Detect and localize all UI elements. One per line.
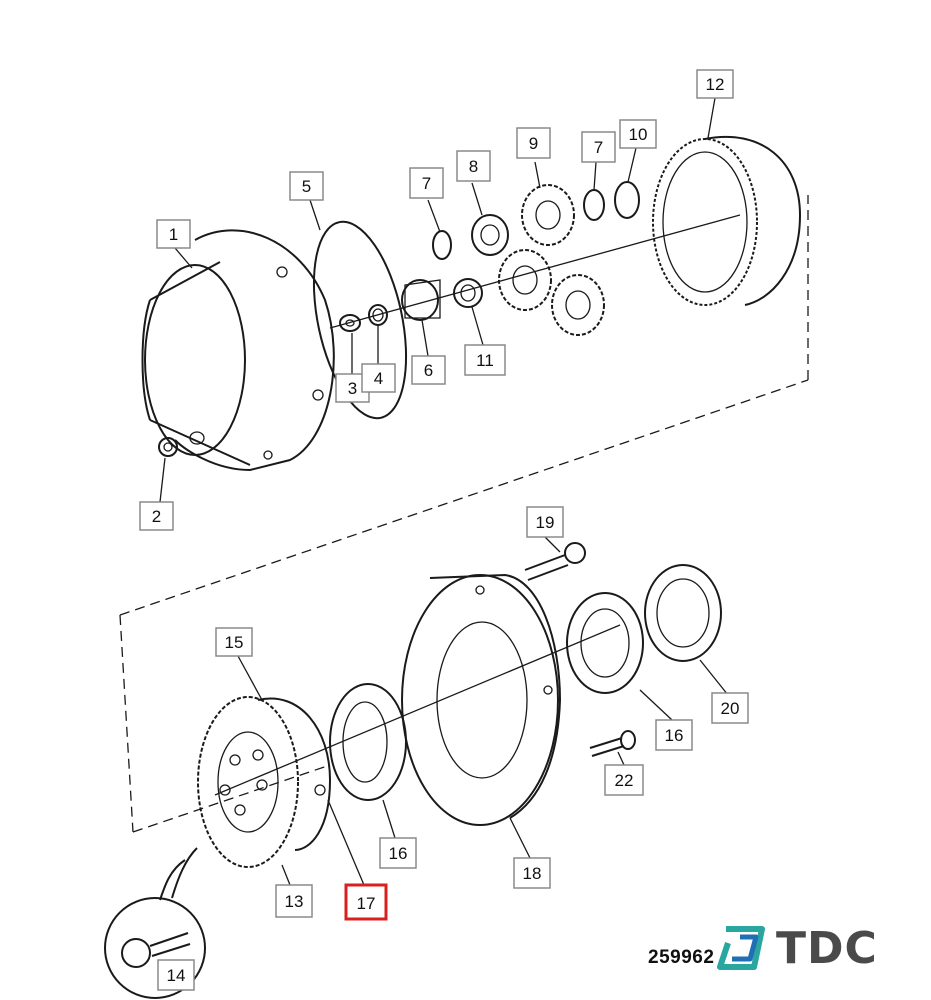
callout-20-label: 20 [721,699,740,718]
part-16-seal-right [566,592,644,694]
part-12-ring-gear [652,135,802,306]
part-1-hub-housing [141,229,335,472]
callout-14-label: 14 [167,966,186,985]
callout-2[interactable]: 2 [139,501,174,531]
callout-19-label: 19 [536,513,555,532]
callout-22-label: 22 [615,771,634,790]
callout-6-label: 6 [424,361,433,380]
callout-11[interactable]: 11 [464,344,506,376]
callout-16a[interactable]: 16 [379,837,417,869]
callout-18-label: 18 [523,864,542,883]
part-8-bearing [471,214,509,256]
part-20-seal [644,564,722,662]
part-22-bolt [589,730,636,757]
part-5-o-ring [312,220,408,420]
callout-17-label: 17 [357,894,376,913]
callout-16b[interactable]: 16 [655,719,693,751]
callout-7a[interactable]: 7 [409,167,444,199]
callout-4[interactable]: 4 [361,363,396,393]
callout-5-label: 5 [302,177,311,196]
part-10-circlip [614,181,640,219]
callout-16a-label: 16 [389,844,408,863]
part-15-retaining-ring [257,697,332,851]
part-14-detail-bubble [104,847,206,999]
callout-15[interactable]: 15 [215,627,253,657]
callout-9[interactable]: 9 [516,127,551,159]
brand-logo: TDC [716,922,878,974]
callout-9-label: 9 [529,134,538,153]
callout-2-label: 2 [152,507,161,526]
callout-7b[interactable]: 7 [581,131,616,163]
callout-22[interactable]: 22 [604,764,644,796]
callout-7a-label: 7 [422,174,431,193]
tdc-logo-icon [717,926,765,970]
callout-1[interactable]: 1 [156,219,191,249]
callout-20[interactable]: 20 [711,692,749,724]
callout-13[interactable]: 13 [275,884,313,918]
part-9-planet-gear-top [521,184,575,246]
callout-18[interactable]: 18 [513,857,551,889]
assembly-frame [119,195,809,833]
part-7-washer-b [583,189,605,221]
brand-name: TDC [776,922,878,974]
callout-15-label: 15 [225,633,244,652]
callout-17-highlighted[interactable]: 17 [344,883,388,921]
part-7-washer-a [432,230,452,260]
callout-8-label: 8 [469,157,478,176]
callout-16b-label: 16 [665,726,684,745]
part-13-sprocket [197,696,299,868]
drawing-number: 259962 [648,947,715,968]
callout-7b-label: 7 [594,138,603,157]
callout-6[interactable]: 6 [411,355,446,385]
part-2-plug [158,437,178,457]
callout-19[interactable]: 19 [526,506,564,538]
callout-11-label: 11 [476,351,494,370]
callout-4-label: 4 [374,369,383,388]
callout-3-label: 3 [348,379,357,398]
part-11-spacer [453,278,483,308]
callout-10-label: 10 [629,125,648,144]
callout-14[interactable]: 14 [157,959,195,991]
callout-13-label: 13 [285,892,304,911]
part-9-planet-gear-middle [498,249,552,311]
part-6-gear [401,279,441,321]
callout-12[interactable]: 12 [696,69,734,99]
callout-10[interactable]: 10 [619,119,657,149]
part-9-planet-gear-right [551,274,605,336]
callout-5[interactable]: 5 [289,171,324,201]
callout-8[interactable]: 8 [456,150,491,182]
part-19-bolt [524,542,586,581]
part-18-hub [401,573,562,826]
callout-1-label: 1 [169,225,178,244]
callout-12-label: 12 [706,75,725,94]
